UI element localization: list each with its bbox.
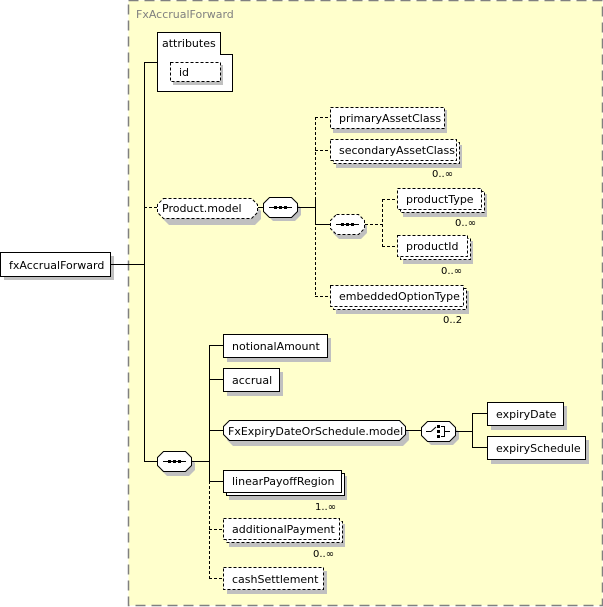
element-notional-amount[interactable]: notionalAmount (223, 334, 332, 363)
product-model-label: Product.model (162, 202, 242, 215)
expiry-schedule-label: expirySchedule (496, 442, 581, 455)
element-expiry-schedule[interactable]: expirySchedule (487, 436, 590, 465)
element-product-id[interactable]: productId (397, 235, 474, 265)
product-type-cardinality: 0..∞ (455, 218, 476, 229)
additional-payment-cardinality: 0..∞ (313, 549, 334, 560)
product-type-label: productType (406, 193, 474, 206)
root-element-label: fxAccrualForward (9, 259, 104, 272)
element-additional-payment[interactable]: additionalPayment (223, 518, 346, 548)
element-cash-settlement[interactable]: cashSettlement (223, 567, 328, 595)
embedded-option-type-cardinality: 0..2 (443, 315, 462, 326)
root-element[interactable]: fxAccrualForward (0, 252, 115, 281)
product-model-group[interactable]: Product.model (157, 198, 262, 226)
attributes-label: attributes (162, 37, 216, 50)
fx-expiry-date-or-schedule-label: FxExpiryDateOrSchedule.model (228, 425, 403, 438)
additional-payment-label: additionalPayment (232, 523, 335, 536)
secondary-asset-class-label: secondaryAssetClass (339, 144, 455, 157)
choice-compositor-icon[interactable] (421, 421, 460, 446)
element-product-type[interactable]: productType (397, 188, 488, 218)
linear-payoff-region-cardinality: 1..∞ (315, 502, 336, 513)
attribute-id: id (179, 66, 189, 79)
sequence-compositor-icon[interactable] (263, 197, 302, 222)
accrual-label: accrual (232, 374, 272, 387)
element-expiry-date[interactable]: expiryDate (487, 402, 568, 431)
expiry-date-label: expiryDate (496, 408, 557, 421)
cash-settlement-label: cashSettlement (232, 573, 319, 586)
element-embedded-option-type[interactable]: embeddedOptionType (330, 285, 470, 315)
inner-sequence-compositor-icon[interactable] (330, 214, 368, 240)
secondary-asset-class-cardinality: 0..∞ (432, 169, 453, 180)
element-accrual[interactable]: accrual (223, 368, 284, 397)
notional-amount-label: notionalAmount (232, 340, 320, 353)
product-id-label: productId (406, 240, 459, 253)
element-primary-asset-class[interactable]: primaryAssetClass (330, 107, 448, 134)
embedded-option-type-label: embeddedOptionType (339, 290, 460, 303)
element-linear-payoff-region[interactable]: linearPayoffRegion (223, 470, 348, 501)
element-secondary-asset-class[interactable]: secondaryAssetClass (330, 139, 463, 169)
attributes-box[interactable]: attributes id (157, 32, 233, 92)
linear-payoff-region-label: linearPayoffRegion (232, 475, 334, 488)
primary-asset-class-label: primaryAssetClass (339, 112, 441, 125)
main-sequence-compositor-icon[interactable] (157, 451, 196, 477)
container-title: FxAccrualForward (136, 8, 234, 21)
product-id-cardinality: 0..∞ (441, 266, 462, 277)
fx-expiry-date-or-schedule-group[interactable]: FxExpiryDateOrSchedule.model (223, 420, 410, 447)
